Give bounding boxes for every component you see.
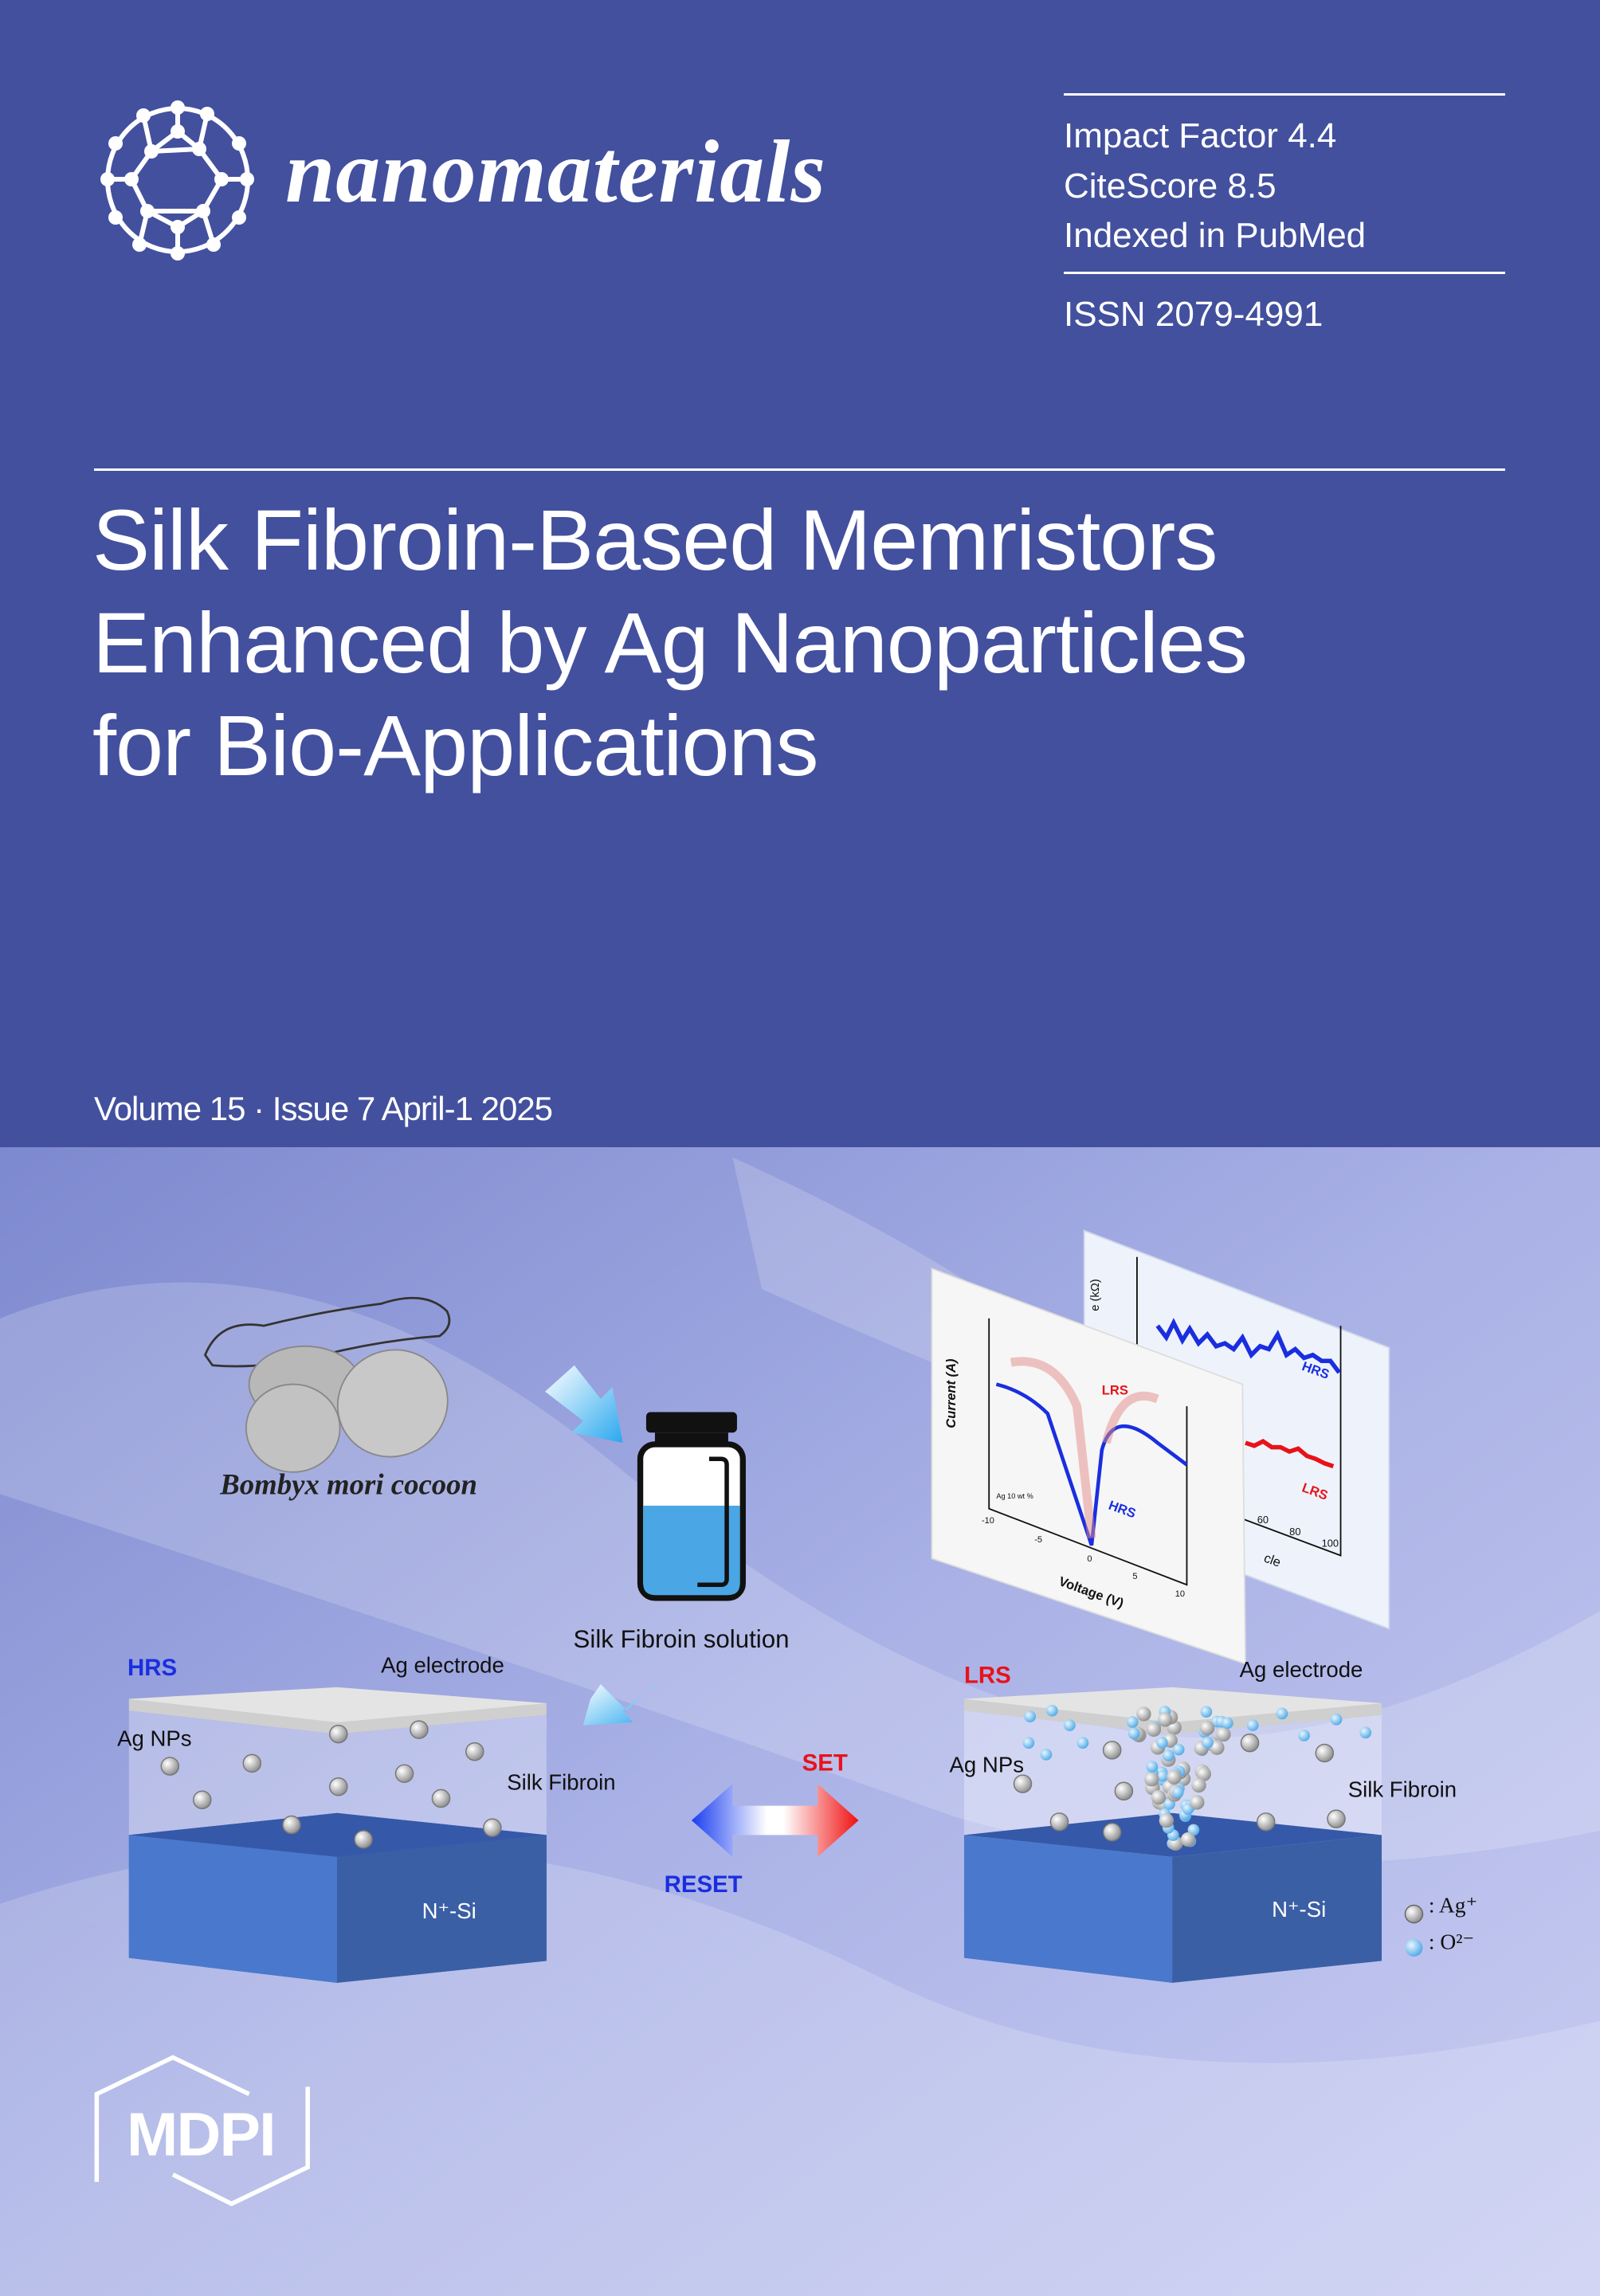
citescore: CiteScore 8.5	[1064, 167, 1276, 206]
article-title-line: Enhanced by Ag Nanoparticles	[92, 594, 1248, 691]
cover-illustration: Bombyx mori cocoon Silk Fibroin solution…	[0, 1147, 1600, 2296]
ag-ion	[1190, 1795, 1205, 1810]
tick-label: 80	[1289, 1526, 1300, 1538]
oxygen-ion	[1202, 1736, 1214, 1749]
conductive-filament	[1126, 1706, 1233, 1851]
silk-fibroin-label: Silk Fibroin	[1348, 1777, 1457, 1802]
solution-label: Silk Fibroin solution	[574, 1625, 790, 1653]
set-label: SET	[802, 1750, 848, 1777]
oxygen-ion	[1126, 1716, 1139, 1728]
iv-plot-panel: LRS HRS Current (A) Ag 10 wt % -10 -5 0 …	[931, 1268, 1246, 1665]
ag-ion-legend-label: : Ag⁺	[1429, 1893, 1477, 1918]
impact-factor: Impact Factor 4.4	[1064, 116, 1337, 155]
cocoon-label: Bombyx mori cocoon	[219, 1467, 477, 1500]
oxygen-ion	[1146, 1761, 1159, 1773]
electrode-label: Ag electrode	[1240, 1657, 1363, 1682]
plot-note: Ag 10 wt %	[996, 1492, 1033, 1500]
silkworm-cocoon-image	[203, 1296, 451, 1473]
mdpi-logo-text: MDPI	[127, 2101, 275, 2169]
ag-nps-label: Ag NPs	[950, 1752, 1024, 1777]
ag-ion	[1199, 1720, 1215, 1736]
volume-issue: Volume 15 · Issue 7 April-1 2025	[94, 1090, 553, 1127]
switching-arrow-icon	[691, 1784, 859, 1857]
ag-ion	[1151, 1789, 1167, 1805]
ag-ion	[1216, 1726, 1231, 1742]
lrs-label: LRS	[1102, 1382, 1128, 1397]
ag-ion	[1210, 1740, 1225, 1755]
ag-ion	[1196, 1766, 1211, 1781]
oxygen-ion	[1156, 1737, 1168, 1749]
silk-fibroin-label: Silk Fibroin	[507, 1769, 615, 1794]
tick-label: 0	[1087, 1554, 1092, 1564]
tick-label: 5	[1132, 1572, 1137, 1581]
indexing: Indexed in PubMed	[1064, 216, 1367, 255]
oxygen-ion	[1163, 1749, 1175, 1761]
hrs-label: HRS	[127, 1655, 177, 1681]
divider	[1064, 272, 1505, 274]
electrode-label: Ag electrode	[381, 1652, 504, 1677]
ag-ion	[1146, 1722, 1162, 1738]
reset-label: RESET	[665, 1871, 743, 1898]
substrate-label: N⁺-Si	[422, 1898, 476, 1923]
fullerene-icon	[100, 100, 254, 261]
oxygen-ion-legend-label: : O²⁻	[1429, 1930, 1474, 1954]
article-title-line: Silk Fibroin-Based Memristors	[92, 492, 1218, 588]
tick-label: 60	[1257, 1514, 1269, 1526]
tick-label: 10	[1175, 1589, 1185, 1599]
journal-name: nanomaterials	[285, 123, 826, 221]
ag-ion	[1136, 1706, 1151, 1722]
process-arrow-icon	[545, 1365, 623, 1444]
ag-ion	[1144, 1772, 1159, 1787]
axis-label: e (kΩ)	[1089, 1279, 1102, 1311]
oxygen-ion-legend-icon	[1405, 1938, 1423, 1957]
issn: ISSN 2079-4991	[1064, 295, 1324, 334]
oxygen-ion	[1156, 1769, 1169, 1782]
mdpi-logo: MDPI	[94, 2055, 310, 2207]
oxygen-ion	[1200, 1706, 1213, 1718]
divider	[94, 468, 1505, 471]
tick-label: 100	[1322, 1537, 1339, 1549]
lrs-device-diagram	[963, 1687, 1382, 1983]
ag-ion	[1180, 1832, 1196, 1847]
article-title-line: for Bio-Applications	[92, 697, 818, 793]
axis-label: Current (A)	[943, 1358, 959, 1428]
oxygen-ion	[1127, 1727, 1140, 1740]
ag-nps-label: Ag NPs	[117, 1726, 191, 1750]
ag-ion	[1191, 1777, 1206, 1793]
oxygen-ion	[1172, 1743, 1185, 1756]
divider	[1064, 93, 1505, 96]
tick-label: -5	[1034, 1535, 1042, 1545]
oxygen-ion	[1222, 1717, 1233, 1730]
ag-ion	[1159, 1812, 1175, 1828]
ag-ion-legend-icon	[1404, 1904, 1424, 1924]
lrs-label: LRS	[964, 1662, 1011, 1688]
tick-label: -10	[982, 1516, 994, 1526]
oxygen-ion	[1171, 1786, 1184, 1799]
hrs-device-diagram	[128, 1687, 547, 1983]
substrate-label: N⁺-Si	[1272, 1897, 1326, 1922]
ag-ion	[1158, 1712, 1173, 1727]
bottle-icon	[637, 1412, 746, 1601]
ag-ion	[1167, 1769, 1182, 1785]
